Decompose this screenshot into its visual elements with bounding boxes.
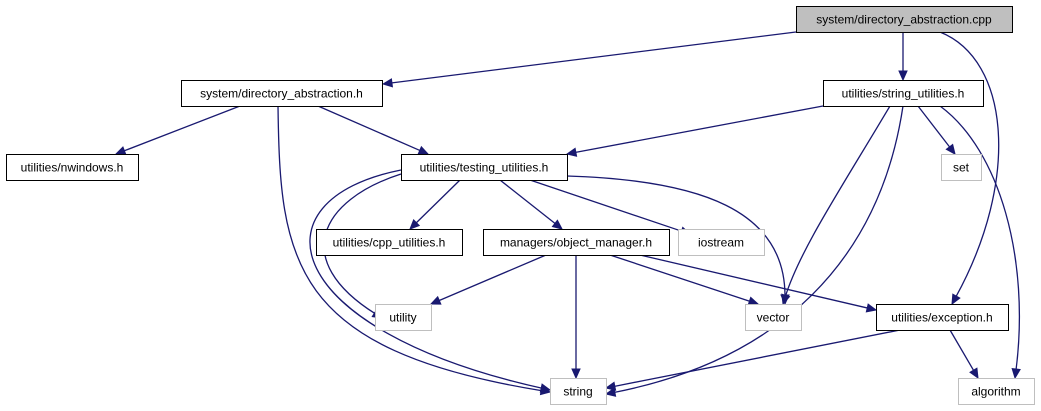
node-label: vector [757,311,790,325]
edge-dir_h-to-nwin [123,105,241,152]
node-obj-mgr[interactable]: managers/object_manager.h [483,229,670,256]
node-dir-h[interactable]: system/directory_abstraction.h [181,80,383,107]
edge-test_util-to-string-arrowhead [539,383,552,393]
edge-obj_mgr-to-utility [438,254,547,302]
node-label: utilities/nwindows.h [21,161,124,175]
edge-dir_cpp-to-dir_h [390,31,797,84]
edge-obj_mgr-to-vector [609,254,751,303]
edge-obj_mgr-to-string-arrowhead [571,368,581,380]
edge-test_util-to-iostream [529,179,683,233]
edge-dir_h-to-string [277,105,543,392]
edge-test_util-to-vector [566,175,786,297]
node-label: iostream [698,236,744,250]
node-box [745,304,802,331]
node-box [375,304,432,331]
node-box [678,229,765,256]
edge-str_util-to-string-arrowhead [604,387,617,397]
node-dir-cpp[interactable]: system/directory_abstraction.cpp [796,6,1013,33]
node-label: algorithm [971,385,1020,399]
edge-exception-to-string-arrowhead [604,381,617,391]
node-algorithm: algorithm [958,378,1035,405]
edge-str_util-to-set-arrowhead [945,143,956,155]
edge-dir_cpp-to-dir_h-arrowhead [381,78,394,88]
edge-obj_mgr-to-exception-arrowhead [865,303,878,313]
node-str-util[interactable]: utilities/string_utilities.h [823,80,984,107]
node-box [823,80,984,107]
edge-dir_h-to-test_util-arrowhead [417,145,430,155]
node-vector: vector [745,304,802,331]
edge-dir_cpp-to-exception [939,31,1000,298]
edge-str_util-to-vector [784,105,891,297]
node-label: managers/object_manager.h [500,236,652,250]
node-nwin[interactable]: utilities/nwindows.h [6,154,139,181]
edge-test_util-to-vector-arrowhead [780,294,790,306]
node-box [401,154,568,181]
node-box [550,378,607,405]
edge-dir_cpp-to-str_util-arrowhead [898,70,908,82]
edge-test_util-to-obj_mgr-arrowhead [551,219,563,230]
edge-test_util-to-string [309,169,543,389]
node-label: utilities/exception.h [891,311,992,325]
node-box [958,378,1035,405]
node-label: utility [389,311,416,325]
node-label: system/directory_abstraction.cpp [816,13,992,27]
edge-str_util-to-test_util-arrowhead [565,147,578,157]
node-test-util[interactable]: utilities/testing_utilities.h [401,154,568,181]
node-cpp-util[interactable]: utilities/cpp_utilities.h [316,229,463,256]
node-label: utilities/testing_utilities.h [420,161,549,175]
edge-str_util-to-set [917,105,951,149]
node-utility: utility [375,304,432,331]
node-box [316,229,463,256]
edge-obj_mgr-to-vector-arrowhead [747,296,760,306]
node-string: string [550,378,607,405]
node-box [796,6,1013,33]
edge-obj_mgr-to-utility-arrowhead [429,295,442,305]
edge-str_util-to-test_util [574,105,824,154]
node-label: system/directory_abstraction.h [200,87,363,101]
edge-str_util-to-algorithm-arrowhead [1011,367,1021,380]
node-box [6,154,139,181]
edge-exception-to-algorithm [949,329,975,372]
node-label: string [563,385,592,399]
node-box [483,229,670,256]
node-iostream: iostream [678,229,765,256]
node-box [876,304,1009,331]
edge-obj_mgr-to-exception [639,254,869,309]
edges-layer [114,31,1021,397]
edge-exception-to-string [613,329,901,388]
edge-test_util-to-obj_mgr [499,179,557,225]
node-set: set [941,154,982,181]
node-label: utilities/string_utilities.h [842,87,965,101]
edge-dir_h-to-nwin-arrowhead [114,146,127,156]
node-label: utilities/cpp_utilities.h [333,236,446,250]
node-box [181,80,383,107]
node-box [941,154,982,181]
edge-test_util-to-cpp_util-arrowhead [409,218,421,230]
edge-dir_h-to-test_util [317,105,421,152]
node-exception[interactable]: utilities/exception.h [876,304,1009,331]
edge-test_util-to-cpp_util [415,179,461,224]
node-label: set [953,161,970,175]
edge-dir_cpp-to-exception-arrowhead [951,293,961,306]
edge-str_util-to-algorithm [939,105,1021,371]
nodes-layer: system/directory_abstraction.cpp system/d… [6,6,1035,405]
edge-exception-to-algorithm-arrowhead [969,367,979,380]
